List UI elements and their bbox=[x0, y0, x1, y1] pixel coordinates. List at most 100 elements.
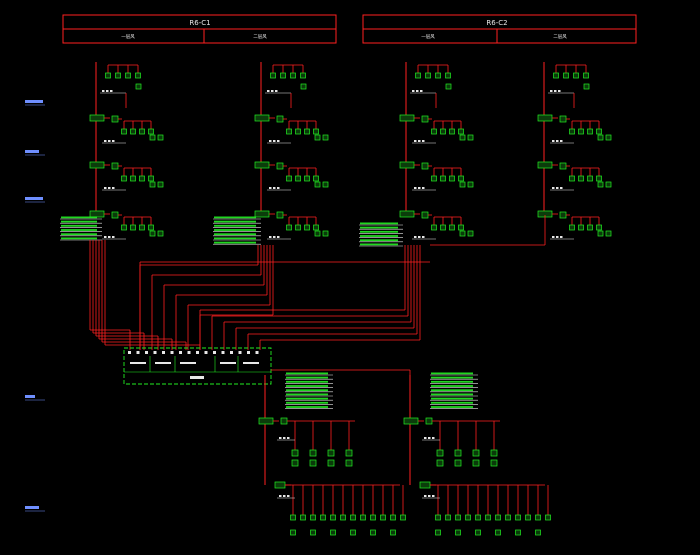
controller-pin bbox=[213, 351, 216, 354]
level-label-glyph bbox=[273, 236, 276, 238]
level-node bbox=[276, 211, 284, 219]
top-row-terminal bbox=[415, 72, 421, 79]
lower-left-device bbox=[309, 459, 317, 467]
level-label-glyph bbox=[414, 187, 417, 189]
header-panel-left: R6-C1 一层风 二层风 bbox=[62, 14, 337, 44]
level-row-terminal bbox=[139, 128, 145, 135]
cable-stack-c-text bbox=[360, 235, 398, 237]
lower-right-device2 bbox=[475, 514, 481, 521]
cable-stack-c-text bbox=[360, 226, 398, 229]
level-row-terminal bbox=[440, 175, 446, 182]
level-extra bbox=[459, 181, 466, 188]
panel-sub-left-a: 一层风 bbox=[121, 34, 135, 40]
level-extra bbox=[157, 230, 164, 237]
level-row-terminal bbox=[449, 128, 455, 135]
lower-right-device bbox=[490, 459, 498, 467]
top-row-terminal bbox=[270, 72, 276, 79]
panel-title-left: R6-C1 bbox=[189, 19, 210, 27]
level-tag bbox=[89, 161, 105, 169]
top-label-glyph bbox=[271, 90, 274, 92]
level-label-glyph bbox=[277, 140, 280, 142]
level-row-terminal bbox=[148, 224, 154, 231]
level-extra bbox=[314, 181, 321, 188]
lower-left-label2-glyph bbox=[279, 495, 282, 497]
level-row-terminal bbox=[458, 224, 464, 231]
level-tag bbox=[89, 114, 105, 122]
level-row-terminal bbox=[313, 128, 319, 135]
level-row-terminal bbox=[313, 175, 319, 182]
level-extra bbox=[322, 230, 329, 237]
level-row-terminal bbox=[286, 128, 292, 135]
lower-right-node bbox=[425, 417, 433, 425]
level-row-terminal bbox=[295, 224, 301, 231]
lower-left-labels-text bbox=[286, 401, 328, 404]
lower-right-labels-text bbox=[431, 401, 473, 404]
top-label-glyph bbox=[102, 90, 105, 92]
lower-right-device2 bbox=[485, 514, 491, 521]
controller-pin bbox=[196, 351, 199, 354]
top-label-glyph bbox=[554, 90, 557, 92]
level-row-terminal bbox=[130, 128, 136, 135]
level-extra bbox=[597, 230, 604, 237]
level-node bbox=[421, 115, 429, 123]
top-row-extra bbox=[300, 83, 307, 90]
lower-right-device2 bbox=[465, 514, 471, 521]
header-panel-right: R6-C2 一层风 二层风 bbox=[362, 14, 637, 44]
controller-cell-text bbox=[220, 362, 236, 364]
level-tag bbox=[254, 114, 270, 122]
lower-left-device2 bbox=[320, 514, 326, 521]
top-label-glyph bbox=[412, 90, 415, 92]
panel-title-right: R6-C2 bbox=[486, 19, 507, 27]
level-label-glyph bbox=[422, 236, 425, 238]
lower-right-label-glyph bbox=[432, 437, 435, 439]
controller-cell-text bbox=[243, 362, 259, 364]
top-label-glyph bbox=[267, 90, 270, 92]
level-tag bbox=[399, 114, 415, 122]
lower-left-device2 bbox=[300, 514, 306, 521]
level-tag bbox=[254, 161, 270, 169]
level-row-terminal bbox=[596, 128, 602, 135]
level-row-terminal bbox=[458, 175, 464, 182]
lower-right-device3 bbox=[475, 529, 481, 536]
lower-right-device bbox=[436, 449, 444, 457]
level-row-terminal bbox=[148, 175, 154, 182]
level-label-glyph bbox=[552, 236, 555, 238]
top-label-glyph bbox=[416, 90, 419, 92]
level-node bbox=[421, 211, 429, 219]
controller-pin bbox=[145, 351, 148, 354]
lower-right-label-glyph bbox=[428, 437, 431, 439]
lower-right-device2 bbox=[495, 514, 501, 521]
level-label-glyph bbox=[112, 187, 115, 189]
level-row-terminal bbox=[587, 128, 593, 135]
level-extra bbox=[459, 134, 466, 141]
lower-right-device2 bbox=[435, 514, 441, 521]
lower-left-labels-text bbox=[286, 397, 328, 400]
cable-stack-b-text bbox=[214, 224, 256, 227]
controller-pin bbox=[170, 351, 174, 354]
level-label-glyph bbox=[108, 236, 111, 238]
level-row-terminal bbox=[121, 128, 127, 135]
cable-stack-c-text bbox=[360, 230, 398, 233]
lower-left-node bbox=[280, 417, 288, 425]
top-row-extra bbox=[135, 83, 142, 90]
controller-caption bbox=[190, 376, 204, 379]
lower-right-device2 bbox=[525, 514, 531, 521]
level-row-terminal bbox=[569, 128, 575, 135]
level-extra bbox=[467, 230, 474, 237]
panel-sub-right-a: 一层风 bbox=[421, 34, 435, 40]
lower-left-device bbox=[327, 459, 335, 467]
top-row-terminal bbox=[300, 72, 306, 79]
controller-pin bbox=[153, 351, 157, 354]
cable-stack-a-text bbox=[61, 224, 97, 227]
lower-right-labels-text bbox=[431, 380, 473, 383]
lower-left-device2 bbox=[360, 514, 366, 521]
level-label-glyph bbox=[273, 140, 276, 142]
schematic-body bbox=[60, 62, 612, 536]
top-row-terminal bbox=[290, 72, 296, 79]
level-row-terminal bbox=[440, 128, 446, 135]
level-label-glyph bbox=[560, 236, 563, 238]
level-node bbox=[111, 162, 119, 170]
lower-right-label2-glyph bbox=[428, 495, 431, 497]
level-label-glyph bbox=[414, 140, 417, 142]
lower-left-device2 bbox=[380, 514, 386, 521]
